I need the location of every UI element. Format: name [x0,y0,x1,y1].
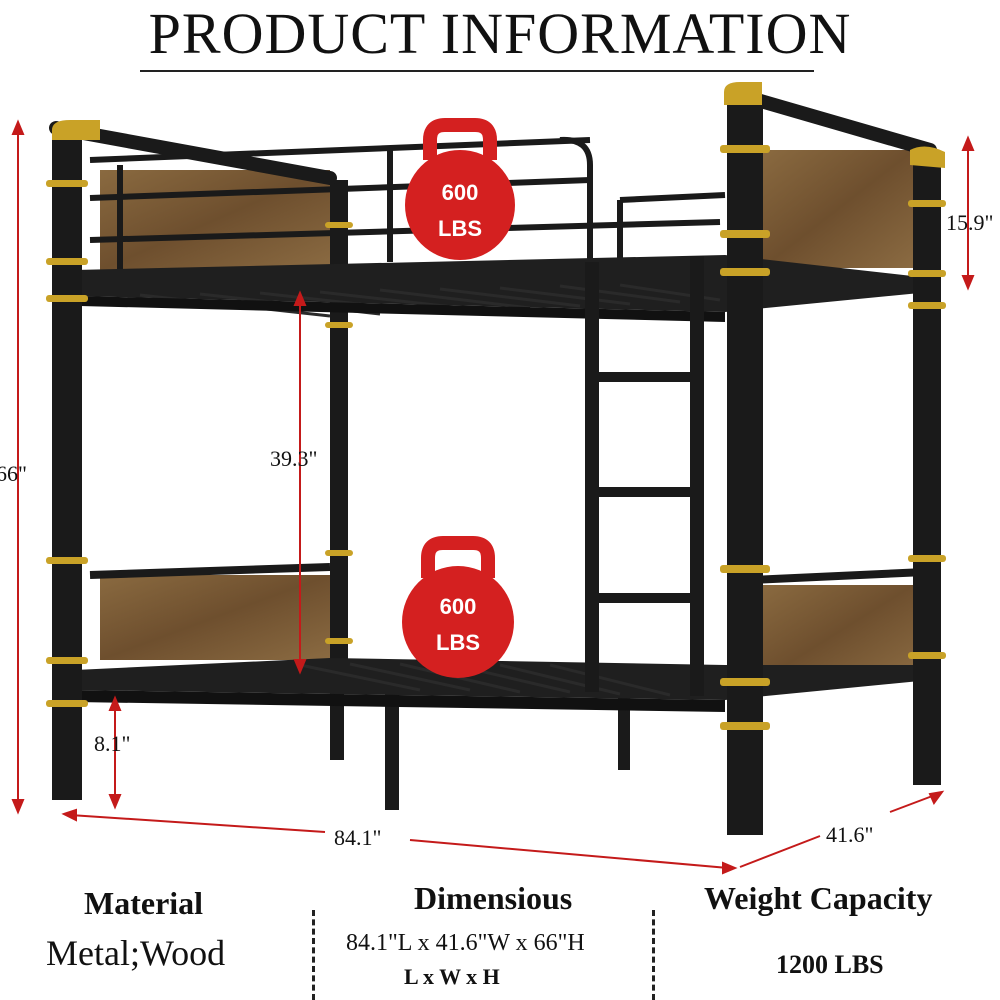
upper-badge-unit: LBS [438,216,482,241]
width-dimension-label: 41.6" [826,822,873,847]
back-left-post [330,180,348,670]
upper-badge-value: 600 [442,180,479,205]
clearance-dimension-label: 8.1" [94,731,130,756]
title-underline [140,70,814,72]
material-heading: Material [84,885,204,921]
right-lower-wood-panel [762,585,914,680]
center-leg [385,690,399,810]
brass-cap [52,120,100,140]
right-upper-wood-panel [762,150,914,268]
lower-badge-value: 600 [440,594,477,619]
page-title: PRODUCT INFORMATION [148,1,852,66]
material-value: Metal;Wood [46,933,226,973]
bunk-gap-dimension-label: 39.3" [270,446,317,471]
front-left-post [52,135,82,800]
brass-cap [910,146,945,168]
ladder [585,256,704,696]
front-right-post [727,100,763,835]
lower-weight-badge: 600 LBS [402,536,514,678]
divider [312,910,315,1000]
left-lower-wood-panel [100,575,330,660]
left-upper-wood-panel [100,170,330,270]
dimensions-sub: L x W x H [404,964,500,989]
dimensions-value: 84.1"L x 41.6"W x 66"H [346,930,585,956]
upper-weight-badge: 600 LBS [405,118,515,260]
guardrail-dimension-label: 15.9" [946,210,993,235]
weight-heading: Weight Capacity [704,880,933,916]
back-right-post [913,160,941,785]
lower-bunk-frame [75,658,930,700]
brass-cap [724,82,762,105]
length-dimension-label: 84.1" [334,825,381,850]
lower-badge-unit: LBS [436,630,480,655]
height-dimension-label: 66" [0,461,27,486]
weight-value: 1200 LBS [776,950,884,979]
upper-bunk-frame [75,255,930,312]
divider [652,910,655,1000]
dimensions-heading: Dimensious [414,880,573,916]
